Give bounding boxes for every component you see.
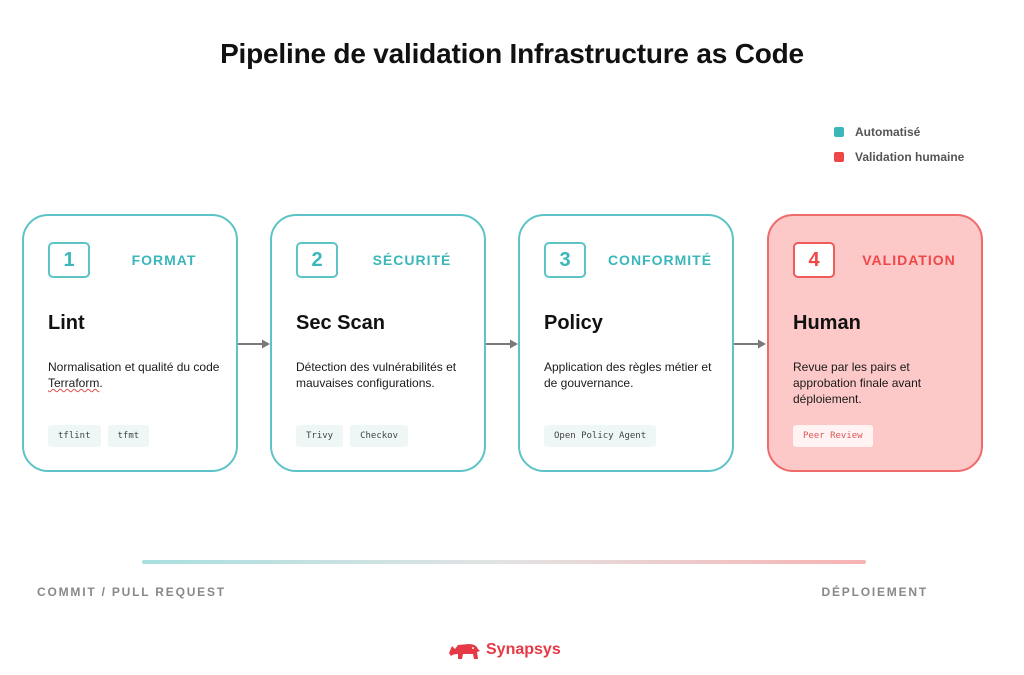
stage-name: Sec Scan [296, 312, 385, 334]
brand-name: Synapsys [486, 641, 561, 658]
stage-card-sec-scan: 2 SÉCURITÉ Sec Scan Détection des vulnér… [270, 214, 486, 472]
timeline-start-label: COMMIT / PULL REQUEST [37, 585, 226, 599]
flow-arrow-icon [238, 339, 270, 349]
legend-swatch-automated [834, 127, 844, 137]
tool-tag: Checkov [350, 425, 409, 447]
diagram-title: Pipeline de validation Infrastructure as… [220, 38, 804, 69]
tool-tag: Open Policy Agent [544, 425, 657, 447]
legend: Automatisé Validation humaine [834, 124, 964, 174]
timeline-gradient-bar [142, 560, 866, 564]
tool-tag: tfmt [107, 425, 150, 447]
brand-logo: Synapsys [447, 639, 561, 661]
legend-item-human: Validation humaine [834, 149, 964, 165]
tool-tag: tflint [48, 425, 101, 447]
stage-description: Application des règles métier et de gouv… [544, 360, 712, 390]
tool-tags: Peer Review [793, 425, 873, 447]
stage-number-badge: 4 [793, 242, 835, 278]
stage-name: Lint [48, 312, 85, 334]
stage-category: CONFORMITÉ [607, 252, 713, 268]
stage-category: VALIDATION [862, 252, 956, 268]
tool-tags: tflint tfmt [48, 425, 150, 447]
flow-arrow-icon [734, 339, 766, 349]
stage-category: SÉCURITÉ [372, 252, 452, 268]
rhino-logo-icon [449, 644, 480, 659]
legend-swatch-human [834, 152, 844, 162]
tool-tags: Open Policy Agent [544, 425, 657, 447]
legend-label-human: Validation humaine [855, 150, 965, 164]
tool-tag: Peer Review [793, 425, 873, 447]
timeline-end-label: DÉPLOIEMENT [821, 585, 928, 599]
stage-description-misspelled-word: Terraform [48, 376, 100, 390]
stage-description: Revue par les pairs et approbation final… [793, 360, 922, 406]
stage-category: FORMAT [131, 252, 197, 268]
legend-label-automated: Automatisé [855, 125, 921, 139]
stage-number-badge: 3 [544, 242, 586, 278]
stage-number-badge: 1 [48, 242, 90, 278]
stage-card-lint: 1 FORMAT Lint Normalisation et qualité d… [22, 214, 238, 472]
stage-description-end: . [99, 376, 103, 390]
flow-arrow-icon [486, 339, 518, 349]
stage-description: Détection des vulnérabilités et mauvaise… [296, 360, 457, 390]
legend-item-automated: Automatisé [834, 124, 964, 140]
stage-description: Normalisation et qualité du code Terrafo… [48, 359, 228, 391]
stage-description-text: Normalisation et qualité du code [48, 360, 220, 374]
stage-number-badge: 2 [296, 242, 338, 278]
stage-name: Policy [544, 312, 603, 334]
stage-card-policy: 3 CONFORMITÉ Policy Application des règl… [518, 214, 734, 472]
tool-tag: Trivy [296, 425, 344, 447]
tool-tags: Trivy Checkov [296, 425, 409, 447]
stage-name: Human [793, 312, 861, 334]
stage-card-human: 4 VALIDATION Human Revue par les pairs e… [767, 214, 983, 472]
